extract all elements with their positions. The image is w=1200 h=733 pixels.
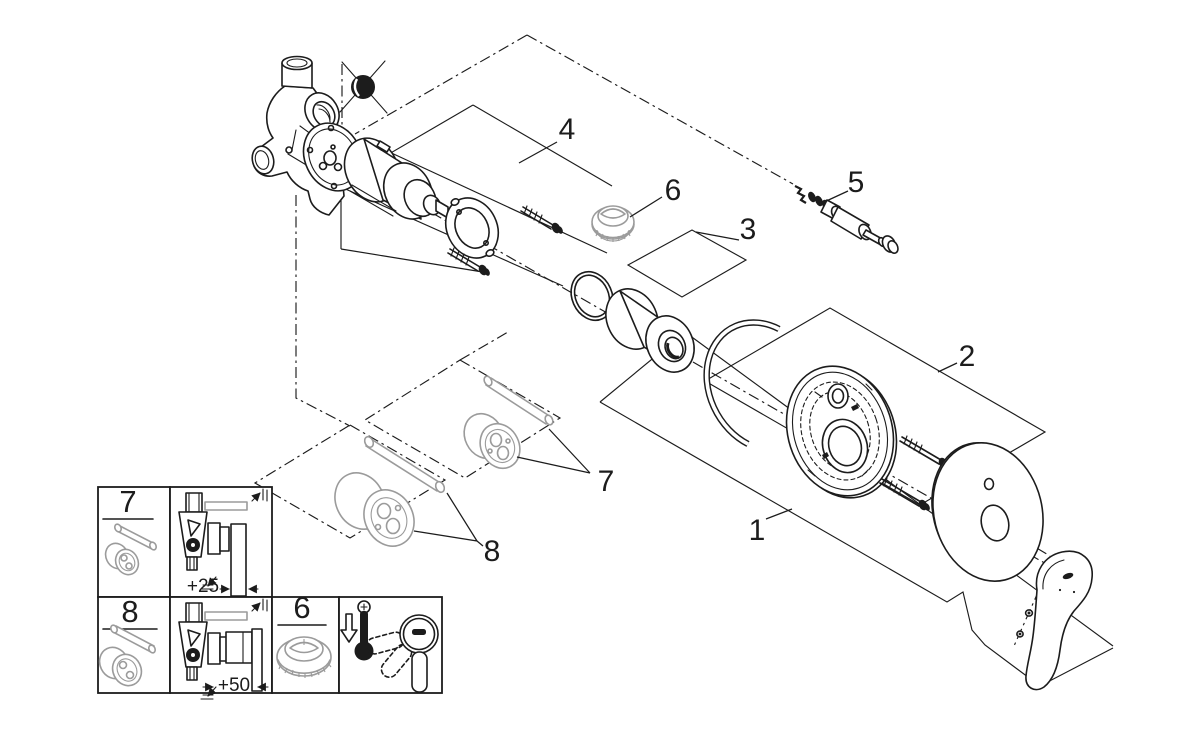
mounting-plate [785,365,898,499]
callout-4: 4 [559,113,576,146]
callout-numbers: 1 2 3 4 5 6 7 8 [484,113,976,568]
spindle-extension [794,185,899,254]
cartridge-assembly [343,137,563,276]
plate-screw [879,477,930,511]
callout-5: 5 [848,166,865,199]
inset-extension-50: 8 +50 [97,594,273,699]
callout-3: 3 [740,213,757,246]
temperature-limiter-cap [591,205,635,242]
inset-7-label: 7 [119,484,136,519]
screw [447,247,490,276]
lever-handle-icon [365,614,439,693]
dimension-25: +25 [187,576,219,597]
callout-8: 8 [484,535,501,568]
callout-6: 6 [665,174,682,207]
screw [520,205,563,234]
arrow-down-icon [340,613,358,643]
inset-temperature [338,596,443,694]
callout-7: 7 [598,465,615,498]
sleeve [605,288,695,373]
limiter-cap-icon [276,636,332,678]
inset-8-label: 8 [121,594,138,629]
extension-set-7 [463,375,554,470]
handle-set-screws [1016,609,1034,638]
dimension-50: +50 [218,675,250,696]
retaining-c-ring [703,319,781,447]
callout-1: 1 [749,514,766,547]
o-ring [570,270,614,322]
escutcheon-plate [931,442,1044,582]
inset-limiter-6: 6 [271,590,340,694]
extension-set-8 [334,435,446,547]
crossed-out-icon [339,60,388,114]
callout-leaders [413,141,958,547]
inset-6-label: 6 [293,590,310,625]
callout-2: 2 [959,340,976,373]
inset-extension-25: 7 +25 [97,484,273,598]
thermometer-icon [354,600,374,661]
lever-handle [1025,550,1093,691]
